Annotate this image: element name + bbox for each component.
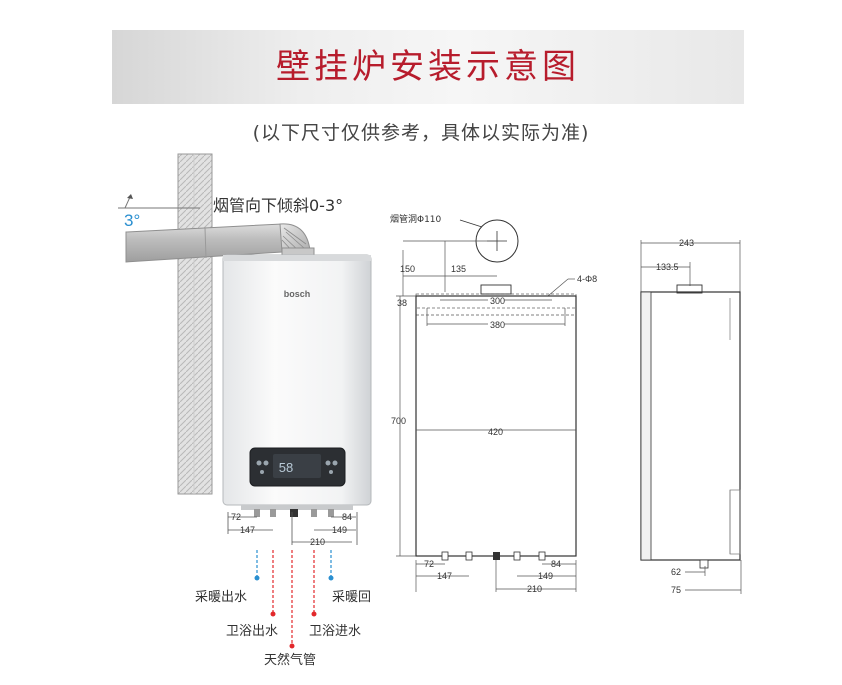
bath-in-dot [311,611,317,617]
control-button-icon [256,460,262,466]
side-body-outline [640,291,741,561]
dim-38: 38 [397,298,407,308]
flue-hole-label: 烟管洞Φ110 [390,213,442,225]
dim-72: 72 [231,512,241,522]
dim-700: 700 [391,416,406,426]
control-button-icon [332,460,338,466]
bath-out-label: 卫浴出水 [226,624,278,639]
display-screen [273,454,321,478]
dim-147: 147 [240,525,255,535]
dim-147: 147 [437,571,452,581]
dim-210: 210 [527,584,542,594]
installation-illustration: 3° 烟管向下倾斜0-3° bosch 58 [118,153,372,668]
bath-out-dot [270,611,276,617]
flue-slope-label: 烟管向下倾斜0-3° [213,196,343,215]
title-banner: 壁挂炉安装示意图 [112,30,744,104]
dim-380: 380 [490,320,505,330]
angle-label: 3° [124,211,140,230]
dim-75: 75 [671,585,681,595]
holes-label: 4-Φ8 [577,274,597,284]
heating-return-label: 采暖回 [332,590,371,605]
control-button-icon [263,460,269,466]
dim-133-5: 133.5 [656,262,679,272]
gas-dot [289,643,295,649]
bath-in-label: 卫浴进水 [309,624,361,639]
flue-collar [480,284,512,295]
dim-300: 300 [490,296,505,306]
control-button-icon [260,470,264,474]
dim-243: 243 [679,238,694,248]
front-body-outline [415,295,577,557]
dim-420: 420 [488,427,503,437]
heating-out-dot [254,575,260,581]
page-title: 壁挂炉安装示意图 [276,47,580,87]
dim-135: 135 [451,264,466,274]
heating-out-label: 采暖出水 [195,590,247,605]
front-view-drawing: 烟管洞Φ110 150 135 4-Φ8 300 380 38 420 [390,213,597,594]
control-button-icon [325,460,331,466]
dim-150: 150 [400,264,415,274]
dim-149: 149 [332,525,347,535]
gas-label: 天然气管 [264,652,316,668]
side-wall-bracket [640,291,652,561]
control-button-icon [329,470,333,474]
display-digits: 58 [279,460,293,475]
dim-210: 210 [310,537,325,547]
page-subtitle: (以下尺寸仅供参考，具体以实际为准) [252,122,590,144]
dim-62: 62 [671,567,681,577]
wall [177,153,213,495]
side-flue-collar [676,284,703,294]
dim-84: 84 [342,512,352,522]
dim-72: 72 [424,559,434,569]
dim-84: 84 [551,559,561,569]
side-view-drawing: 243 133.5 62 75 [640,238,742,595]
heating-return-dot [328,575,334,581]
brand-logo: bosch [284,289,311,299]
dim-149: 149 [538,571,553,581]
